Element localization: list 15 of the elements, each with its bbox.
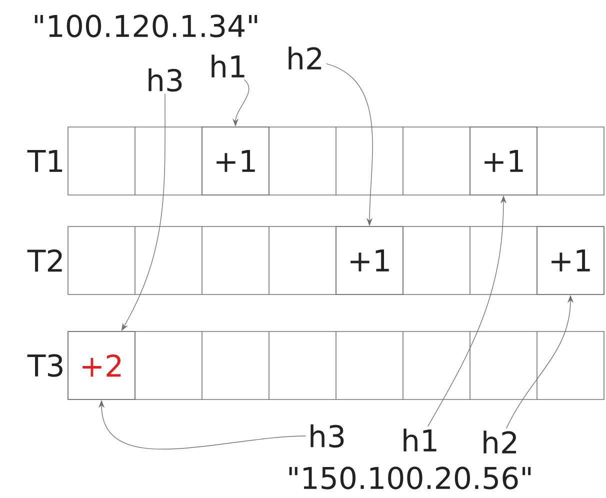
hash-label: h3: [148, 68, 182, 92]
hash-label: h2: [484, 430, 516, 454]
ip-address: "100.120.1.34": [34, 14, 258, 38]
row-label: T1: [27, 150, 62, 172]
counter-cell: +1: [336, 226, 404, 295]
hash-label: h1: [404, 428, 436, 452]
hash-label: h2: [288, 46, 322, 70]
hash-label: h1: [212, 54, 244, 78]
counter-cell: +2: [68, 331, 136, 400]
counter-cell: +1: [536, 226, 604, 295]
counter-cell: +1: [202, 126, 270, 196]
row-label: T2: [27, 249, 62, 272]
ip-address: "150.100.20.56": [289, 466, 531, 490]
hash-label: h3: [310, 424, 344, 448]
counter-cell: +1: [470, 126, 538, 196]
